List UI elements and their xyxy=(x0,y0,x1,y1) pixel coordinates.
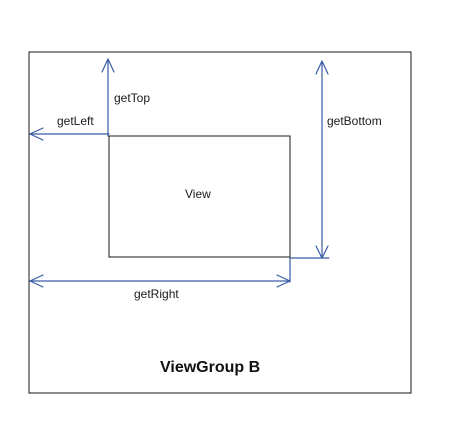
get-right-label: getRight xyxy=(134,287,179,301)
get-top-arrow xyxy=(101,58,115,137)
view-box xyxy=(108,135,291,258)
get-left-label: getLeft xyxy=(57,114,94,128)
viewgroup-label: ViewGroup B xyxy=(160,359,261,376)
get-left-arrow xyxy=(29,127,110,141)
view-label: View xyxy=(185,187,211,201)
viewgroup-box xyxy=(28,51,412,394)
get-bottom-arrow xyxy=(289,60,330,259)
get-right-arrow xyxy=(29,257,291,288)
get-bottom-label: getBottom xyxy=(327,114,382,128)
get-top-label: getTop xyxy=(114,91,151,105)
